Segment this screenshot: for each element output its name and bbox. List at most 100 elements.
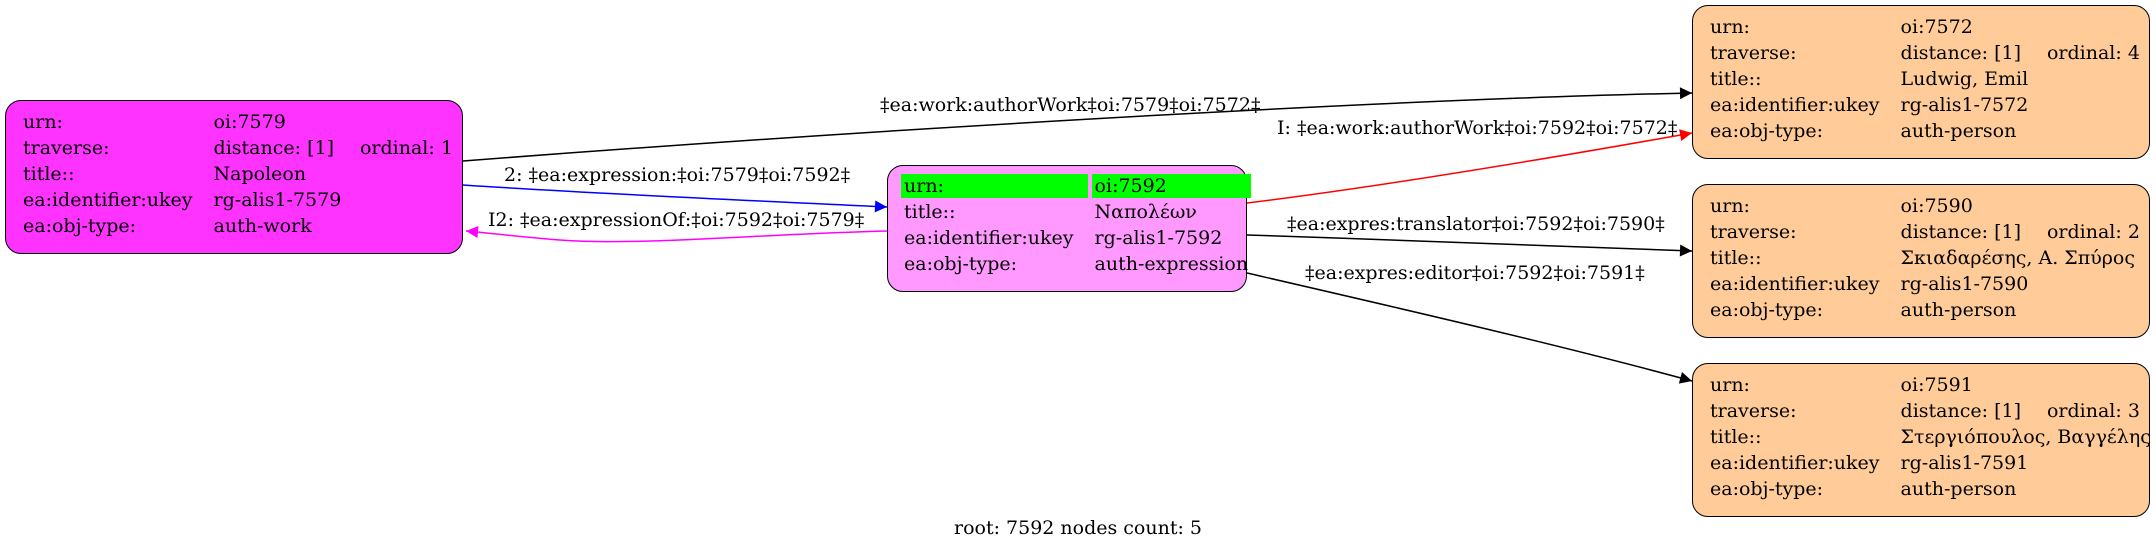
row-key: urn: [23,111,63,133]
row-key: title:: [23,163,75,185]
row-value: Napoleon [213,163,307,185]
ordinal: ordinal: 3 [2046,400,2140,422]
node-row: ea:obj-type: auth-expression [901,252,1251,276]
ordinal: ordinal: 4 [2046,42,2140,64]
node-expression-table: urn: oi:7592 title:: Ναπολέων ea:identif… [897,172,1255,278]
row-value: oi:7592 [1091,174,1252,198]
row-value: rg-alis1-7592 [1094,227,1223,249]
node-work-7579[interactable]: urn: oi:7579 traverse: distance: [1] ordi… [5,100,463,254]
row-value: Στεργιόπουλος, Βαγγέλης [1900,426,2151,448]
node-row: ea:obj-type: auth-person [1707,119,2143,143]
node-row: title:: Ludwig, Emil [1707,67,2143,91]
row-value: rg-alis1-7572 [1900,94,2029,116]
node-row: traverse: distance: [1] ordinal: 4 [1707,41,2143,65]
node-row: title:: Στεργιόπουλος, Βαγγέλης [1707,425,2154,449]
node-person-7572[interactable]: urn: oi:7572 traverse: distance: [1] ordi… [1692,5,2150,159]
row-value: distance: [1] ordinal: 2 [1898,220,2143,244]
node-person-7591[interactable]: urn: oi:7591 traverse: distance: [1] ordi… [1692,363,2151,517]
row-key: ea:identifier:ukey [23,189,193,211]
edge-label-expression-of: I2: ‡ea:expressionOf:‡oi:7592‡oi:7579‡ [488,209,864,231]
row-value: auth-person [1900,120,2017,142]
node-row: traverse: distance: [1] ordinal: 1 [20,136,456,160]
edge-expression-of [465,226,888,243]
row-key: ea:obj-type: [1710,120,1824,142]
node-row-highlighted: urn: oi:7592 [901,174,1252,198]
row-key: ea:obj-type: [904,253,1018,275]
row-key: traverse: [1710,42,1797,64]
row-key: ea:identifier:ukey [904,227,1074,249]
row-value: oi:7591 [1900,374,1973,396]
row-key: urn: [901,174,1088,198]
row-value: Ναπολέων [1094,201,1197,223]
row-value: auth-work [213,215,312,237]
node-row: ea:identifier:ukey rg-alis1-7579 [20,188,456,212]
edge-label-work-author: ‡ea:work:authorWork‡oi:7579‡oi:7572‡ [880,94,1260,116]
node-row: urn: oi:7579 [20,110,456,134]
row-value: oi:7572 [1900,16,1973,38]
row-key: urn: [1710,16,1750,38]
edge-work-author [462,87,1693,162]
graph-footer: root: 7592 nodes count: 5 [953,517,1203,539]
row-key: ea:identifier:ukey [1710,273,1880,295]
node-row: ea:identifier:ukey rg-alis1-7572 [1707,93,2143,117]
node-person-table: urn: oi:7591 traverse: distance: [1] ordi… [1703,371,2156,503]
row-key: title:: [904,201,956,223]
row-key: title:: [1710,247,1762,269]
node-row: urn: oi:7572 [1707,15,2143,39]
row-value: Ludwig, Emil [1900,68,2029,90]
row-value: rg-alis1-7590 [1900,273,2029,295]
edge-label-editor: ‡ea:expres:editor‡oi:7592‡oi:7591‡ [1305,262,1645,284]
row-value: auth-expression [1094,253,1249,275]
node-expression-7592[interactable]: urn: oi:7592 title:: Ναπολέων ea:identif… [887,165,1252,292]
edge-translator [1246,234,1693,257]
row-key: title:: [1710,426,1762,448]
row-key: ea:identifier:ukey [1710,452,1880,474]
node-row: ea:obj-type: auth-person [1707,298,2143,322]
node-row: ea:obj-type: auth-work [20,214,456,238]
distance: distance: [1] [213,137,334,159]
node-row: urn: oi:7591 [1707,373,2154,397]
edge-label-translator: ‡ea:expres:translator‡oi:7592‡oi:7590‡ [1287,213,1665,235]
row-key: traverse: [1710,221,1797,243]
row-value: distance: [1] ordinal: 3 [1898,399,2154,423]
row-value: rg-alis1-7591 [1900,452,2029,474]
node-person-7590[interactable]: urn: oi:7590 traverse: distance: [1] ordi… [1692,184,2150,338]
node-row: ea:identifier:ukey rg-alis1-7590 [1707,272,2143,296]
edge-root-author [1246,129,1693,204]
edge-label-expression: 2: ‡ea:expression:‡oi:7579‡oi:7592‡ [504,164,850,186]
row-value: oi:7590 [1900,195,1973,217]
ordinal: ordinal: 1 [359,137,453,159]
distance: distance: [1] [1900,400,2021,422]
node-row: urn: oi:7590 [1707,194,2143,218]
node-row: title:: Ναπολέων [901,200,1251,224]
row-key: urn: [1710,374,1750,396]
node-person-table: urn: oi:7590 traverse: distance: [1] ordi… [1703,192,2147,324]
node-row: ea:identifier:ukey rg-alis1-7591 [1707,451,2154,475]
row-key: ea:obj-type: [23,215,137,237]
edge-editor [1246,272,1693,384]
node-person-table: urn: oi:7572 traverse: distance: [1] ordi… [1703,13,2147,145]
row-key: ea:identifier:ukey [1710,94,1880,116]
row-value: auth-person [1900,478,2017,500]
row-key: ea:obj-type: [1710,299,1824,321]
ordinal: ordinal: 2 [2046,221,2140,243]
row-value: rg-alis1-7579 [213,189,342,211]
row-value: distance: [1] ordinal: 4 [1898,41,2143,65]
row-key: traverse: [23,137,110,159]
distance: distance: [1] [1900,42,2021,64]
row-key: title:: [1710,68,1762,90]
row-value: oi:7579 [213,111,286,133]
node-row: ea:obj-type: auth-person [1707,477,2154,501]
node-row: traverse: distance: [1] ordinal: 3 [1707,399,2154,423]
node-row: ea:identifier:ukey rg-alis1-7592 [901,226,1251,250]
row-value: distance: [1] ordinal: 1 [211,136,456,160]
node-row: title:: Σκιαδαρέσης, Α. Σπύρος [1707,246,2143,270]
row-key: ea:obj-type: [1710,478,1824,500]
row-value: auth-person [1900,299,2017,321]
row-key: traverse: [1710,400,1797,422]
distance: distance: [1] [1900,221,2021,243]
node-work-table: urn: oi:7579 traverse: distance: [1] ordi… [16,108,460,240]
row-key: urn: [1710,195,1750,217]
row-value: Σκιαδαρέσης, Α. Σπύρος [1900,247,2136,269]
